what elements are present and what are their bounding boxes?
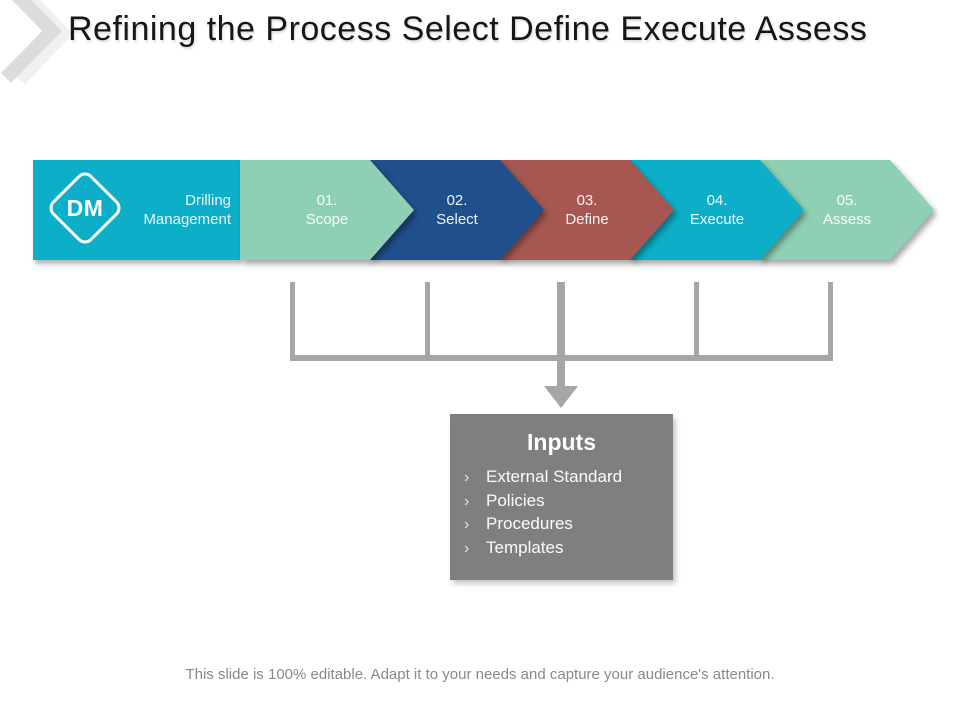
dm-badge: DM — [66, 194, 104, 221]
process-lead-block: DM Drilling Management — [33, 160, 240, 260]
list-item: › Procedures — [464, 513, 673, 537]
bracket-tick — [828, 282, 833, 361]
list-item: › External Standard — [464, 466, 673, 490]
lead-block-label-line2: Management — [143, 211, 231, 228]
step-name: Scope — [305, 211, 349, 228]
down-arrow-icon — [544, 386, 578, 408]
list-item-label: Templates — [486, 537, 564, 557]
step-number: 05. — [836, 192, 858, 209]
bracket-tick — [694, 282, 699, 361]
step-number: 02. — [446, 192, 468, 209]
editable-note: This slide is 100% editable. Adapt it to… — [185, 666, 775, 683]
corner-chevron-icon — [0, 0, 72, 85]
list-item-label: Procedures — [486, 514, 573, 533]
inputs-box: Inputs › External Standard › Policies › … — [450, 414, 673, 580]
step-name: Assess — [822, 211, 872, 228]
bracket-horizontal-line — [290, 355, 833, 361]
step-number: 04. — [706, 192, 728, 209]
step-name: Execute — [689, 211, 745, 228]
bracket-center-stem — [557, 282, 565, 388]
step-number: 01. — [316, 192, 338, 209]
chevron-bullet-icon: › — [464, 469, 470, 486]
slide-title: Refining the Process Select Define Execu… — [68, 10, 868, 48]
lead-block-label-line1: Drilling — [185, 192, 231, 209]
step-name: Define — [565, 211, 609, 228]
lead-block-label: Drilling Management — [143, 191, 231, 229]
chevron-bullet-icon: › — [464, 516, 470, 533]
list-item: › Templates — [464, 537, 673, 561]
list-item-label: External Standard — [486, 467, 623, 486]
chevron-bullet-icon: › — [464, 492, 470, 510]
inputs-box-title: Inputs — [527, 429, 596, 455]
dm-diamond-icon: DM — [45, 168, 125, 248]
chevron-bullet-icon: › — [464, 539, 470, 557]
step-name: Select — [436, 211, 478, 228]
bracket-tick — [425, 282, 430, 361]
process-step-scope: 01. Scope — [240, 160, 414, 260]
inputs-list: › External Standard › Policies › Procedu… — [450, 466, 673, 560]
list-item: › Policies — [464, 490, 673, 514]
step-number: 03. — [576, 192, 598, 209]
list-item-label: Policies — [486, 490, 545, 510]
process-bar: DM Drilling Management 01. Scope 02. Sel… — [33, 160, 945, 260]
bracket-tick — [290, 282, 295, 361]
